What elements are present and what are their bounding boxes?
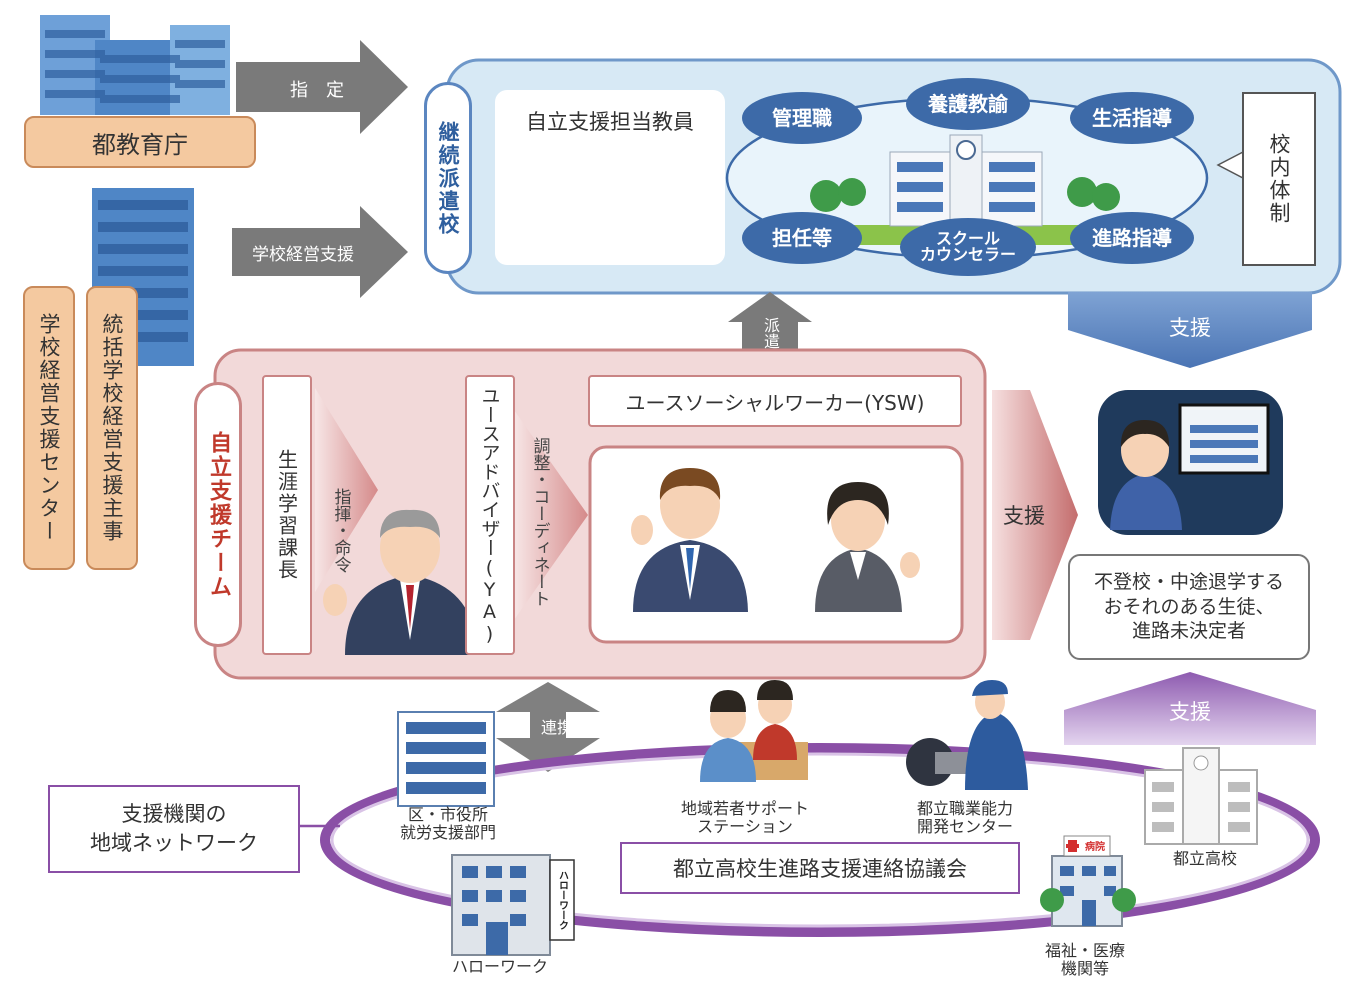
social-worker-figure: [815, 482, 920, 612]
role-career-guidance-label: 進路指導: [1092, 226, 1172, 250]
section-chief-figure: [323, 509, 478, 655]
command-label: 指揮・命令: [330, 487, 351, 573]
role-homeroom: 担任等: [742, 212, 862, 264]
continuing-school-label: 継続派遣校: [436, 120, 460, 236]
staff-image-box: [588, 445, 964, 644]
support-up-arrow: [1064, 672, 1316, 745]
ward-office-label: 区・市役所 就労支援部門: [399, 805, 496, 843]
network-ring: [320, 743, 1320, 937]
mgmt-support-arrow: [232, 206, 408, 298]
dispatch-label-wrap: 派遣: [756, 305, 784, 361]
vocational-center-label: 都立職業能力 開発センター: [916, 799, 1013, 837]
coordinate-label: 調整・コーディネート: [529, 437, 550, 607]
council-label: 都立高校生進路支援連絡協議会: [673, 857, 967, 881]
continuing-school-pill: 継続派遣校: [424, 82, 472, 274]
team-support-arrow: [992, 390, 1078, 640]
link-arrow: [496, 682, 600, 772]
welfare-label: 福祉・医療 機関等: [1044, 941, 1125, 979]
role-homeroom-label: 担任等: [772, 226, 832, 250]
role-life-guidance-label: 生活指導: [1092, 106, 1172, 130]
ysw-box: ユースソーシャルワーカー(YSW): [588, 375, 962, 427]
designate-label: 指 定: [290, 80, 344, 101]
team-pill: 自立支援チーム: [194, 382, 242, 647]
support-up-label: 支援: [1169, 700, 1211, 724]
designate-arrow: [236, 40, 408, 134]
network-box: 支援機関の 地域ネットワーク: [48, 785, 300, 873]
target-students-label: 不登校・中途退学する おそれのある生徒、 進路未決定者: [1093, 570, 1284, 643]
role-career-guidance: 進路指導: [1070, 212, 1194, 264]
role-school-counselor-label: スクール カウンセラー: [919, 229, 1016, 264]
network-box-label: 支援機関の 地域ネットワーク: [90, 801, 258, 855]
ward-office-icon: [397, 711, 495, 807]
coordinate-arrow: [514, 410, 588, 620]
youth-station-label: 地域若者サポート ステーション: [680, 799, 809, 837]
section-chief-label: 生涯学習課長: [274, 449, 299, 581]
support-down-arrow: [1068, 292, 1312, 368]
youth-advisor-label: ユースアドバイザー(YA): [478, 385, 501, 645]
teacher-box-label: 自立支援担当教員: [526, 110, 694, 134]
internal-system-box: 校内体制: [1242, 92, 1316, 266]
link-label: 連携: [540, 718, 573, 737]
hospital-sign: 病院: [1085, 842, 1105, 853]
supervisor-box: 統括学校経営支援主事: [86, 286, 138, 570]
command-arrow: [315, 388, 378, 592]
council-box: 都立高校生進路支援連絡協議会: [620, 842, 1020, 894]
ysw-label: ユースソーシャルワーカー(YSW): [625, 390, 925, 415]
board-of-education-box: 都教育庁: [24, 116, 256, 168]
dispatch-label: 派遣: [761, 317, 780, 349]
role-life-guidance: 生活指導: [1070, 92, 1194, 144]
board-of-education-label: 都教育庁: [92, 130, 188, 159]
youth-station-icon: [700, 680, 808, 782]
hello-work-icon: [451, 854, 575, 956]
hello-work-sign-wrap: ハローワーク: [550, 862, 574, 938]
youth-advisor-figure: [631, 468, 748, 612]
school-building-icon: [810, 134, 1120, 245]
internal-system-label: 校内体制: [1267, 133, 1291, 225]
role-nurse-teacher: 養護教諭: [906, 78, 1030, 130]
support-center-label: 学校経営支援センター: [37, 313, 61, 543]
teacher-box: 自立支援担当教員: [495, 90, 725, 265]
supervisor-label: 統括学校経営支援主事: [100, 313, 124, 543]
coordinate-label-wrap: 調整・コーディネート: [526, 426, 554, 618]
support-center-box: 学校経営支援センター: [23, 286, 75, 570]
command-label-wrap: 指揮・命令: [327, 470, 355, 590]
target-students-box: 不登校・中途退学する おそれのある生徒、 進路未決定者: [1068, 554, 1310, 660]
high-school-label: 都立高校: [1172, 849, 1237, 868]
hello-work-label: ハローワーク: [451, 957, 548, 976]
section-chief-box: 生涯学習課長: [262, 375, 312, 655]
team-label: 自立支援チーム: [206, 430, 231, 599]
hospital-icon: [1040, 835, 1136, 927]
youth-advisor-box: ユースアドバイザー(YA): [465, 375, 515, 655]
support-down-label: 支援: [1169, 316, 1211, 340]
hello-work-sign: ハローワーク: [556, 870, 568, 930]
role-school-counselor: スクール カウンセラー: [900, 218, 1036, 276]
student-illustration: [1098, 390, 1283, 535]
role-management-label: 管理職: [772, 106, 832, 130]
role-management: 管理職: [742, 92, 862, 144]
mgmt-support-label: 学校経営支援: [252, 245, 354, 265]
high-school-icon: [1144, 747, 1258, 845]
office-building-icon: [40, 15, 230, 115]
team-support-label: 支援: [1003, 504, 1045, 528]
role-nurse-teacher-label: 養護教諭: [928, 92, 1008, 116]
vocational-center-icon: [906, 680, 1028, 790]
